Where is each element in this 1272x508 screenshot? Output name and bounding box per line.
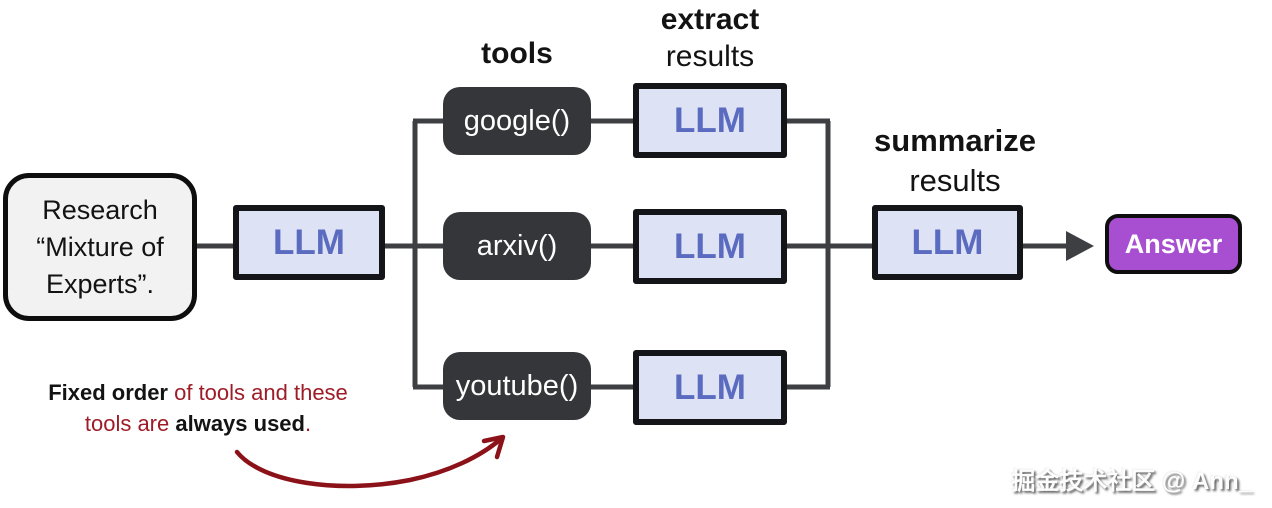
annotation-red-2: tools are bbox=[84, 411, 176, 436]
annotation-bold-fixed-order: Fixed order bbox=[48, 380, 168, 405]
input-query-line1: Research bbox=[42, 194, 158, 225]
input-query-line2: “Mixture of bbox=[36, 231, 164, 262]
extract-llm-box-1: LLM bbox=[633, 83, 787, 158]
annotation-red-3: . bbox=[305, 411, 312, 436]
annotation-line2: tools are always used. bbox=[8, 408, 388, 439]
extract-results-label: extract results bbox=[623, 1, 797, 75]
tool-box-google: google() bbox=[443, 87, 591, 155]
annotation-arrow bbox=[234, 434, 506, 489]
summarize-label-line2: results bbox=[909, 163, 1001, 198]
annotation-red-1: of tools and these bbox=[168, 380, 348, 405]
annotation-bold-always-used: always used bbox=[175, 411, 305, 436]
tools-label: tools bbox=[481, 37, 553, 70]
router-llm-box: LLM bbox=[233, 205, 385, 280]
summarize-label-line1: summarize bbox=[874, 123, 1036, 158]
tool-box-arxiv: arxiv() bbox=[443, 212, 591, 280]
input-query-line3: Experts”. bbox=[45, 268, 155, 299]
answer-arrowhead bbox=[1066, 231, 1094, 261]
tool-box-youtube: youtube() bbox=[443, 352, 591, 420]
extract-llm-box-2: LLM bbox=[633, 209, 787, 284]
annotation-line1: Fixed order of tools and these bbox=[8, 377, 388, 408]
input-query-box: Research “Mixture of Experts”. bbox=[3, 173, 197, 321]
extract-llm-box-3: LLM bbox=[633, 350, 787, 425]
summarize-results-label: summarize results bbox=[855, 121, 1055, 201]
extract-label-line2: results bbox=[665, 40, 755, 73]
answer-box: Answer bbox=[1105, 214, 1242, 274]
summarize-llm-box: LLM bbox=[872, 205, 1023, 280]
annotation-text: Fixed order of tools and these tools are… bbox=[8, 377, 388, 439]
watermark: 掘金技术社区 @ Ann_ bbox=[1011, 468, 1252, 495]
extract-label-line1: extract bbox=[660, 3, 760, 36]
